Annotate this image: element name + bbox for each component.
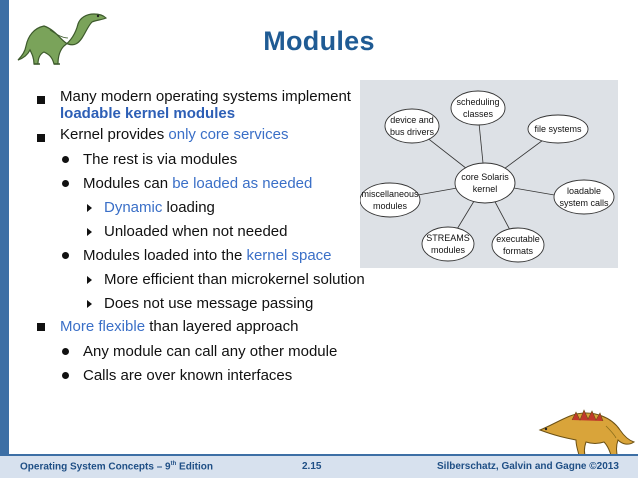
- device-label-1: device and: [390, 115, 434, 125]
- core-kernel-node: [454, 162, 516, 204]
- misc-label-2: modules: [373, 201, 408, 211]
- misc-modules-node: [360, 182, 421, 218]
- core-kernel-label-2: kernel: [473, 184, 498, 194]
- bullet-text: Many modern operating systems implement: [60, 88, 351, 105]
- bullet-text: More efficient than microkernel solution: [104, 271, 365, 288]
- footer-authors: Silberschatz, Galvin and Gagne ©2013: [437, 461, 619, 472]
- round-bullet-icon: [62, 156, 69, 163]
- scheduling-classes-node: [450, 90, 506, 126]
- slide-title: Modules: [263, 26, 375, 56]
- bullet-text: Dynamic loading: [104, 199, 215, 216]
- bullet-text: Calls are over known interfaces: [83, 367, 293, 384]
- streams-modules-node: [421, 226, 475, 262]
- executable-formats-node: [491, 227, 545, 263]
- device-drivers-node: [384, 108, 440, 144]
- misc-label-1: miscellaneous: [361, 189, 419, 199]
- scheduling-label-2: classes: [463, 109, 494, 119]
- footer-page-number: 2.15: [302, 461, 322, 472]
- scheduling-label-1: scheduling: [456, 97, 499, 107]
- dinosaur-logo-bottom: [538, 409, 636, 459]
- left-accent-bar: [0, 0, 9, 478]
- bullet-text: Modules loaded into the kernel space: [83, 247, 332, 264]
- bullet-text: Unloaded when not needed: [104, 223, 288, 240]
- bullet-text: More flexible than layered approach: [60, 318, 299, 335]
- bullet-text: Modules can be loaded as needed: [83, 175, 313, 192]
- footer-book-title: Operating System Concepts – 9th Edition: [20, 461, 213, 473]
- loadable-label-2: system calls: [559, 198, 609, 208]
- square-bullet-icon: [37, 323, 45, 331]
- highlight-text: be loaded as needed: [172, 175, 313, 192]
- loadable-syscalls-node: [553, 179, 615, 215]
- bullet-text-highlight: loadable kernel modules: [60, 105, 236, 122]
- executable-label-1: executable: [496, 234, 540, 244]
- triangle-bullet-icon: [87, 300, 92, 308]
- round-bullet-icon: [62, 348, 69, 355]
- triangle-bullet-icon: [87, 204, 92, 212]
- footer-divider: [0, 454, 638, 456]
- round-bullet-icon: [62, 180, 69, 187]
- triangle-bullet-icon: [87, 228, 92, 236]
- bullet-text: Kernel provides only core services: [60, 126, 289, 143]
- highlight-text: kernel space: [246, 247, 332, 264]
- dinosaur-logo-top: [17, 13, 108, 65]
- footer-bar: [0, 456, 638, 478]
- filesystems-label: file systems: [534, 124, 582, 134]
- square-bullet-icon: [37, 96, 45, 104]
- round-bullet-icon: [62, 372, 69, 379]
- streams-label-2: modules: [431, 245, 466, 255]
- bullet-text: The rest is via modules: [83, 151, 238, 168]
- bullet-text: Any module can call any other module: [83, 343, 338, 360]
- highlight-text: More flexible: [60, 318, 146, 335]
- highlight-text: only core services: [168, 126, 289, 143]
- round-bullet-icon: [62, 252, 69, 259]
- triangle-bullet-icon: [87, 276, 92, 284]
- core-kernel-label-1: core Solaris: [461, 172, 509, 182]
- highlight-text: Dynamic: [104, 199, 163, 216]
- executable-label-2: formats: [503, 246, 534, 256]
- device-label-2: bus drivers: [390, 127, 435, 137]
- square-bullet-icon: [37, 134, 45, 142]
- file-systems-node: [527, 114, 589, 144]
- streams-label-1: STREAMS: [426, 233, 470, 243]
- solaris-modules-diagram: core Solaris kernel scheduling classes d…: [360, 80, 618, 268]
- bullet-text: Does not use message passing: [104, 295, 314, 312]
- loadable-label-1: loadable: [567, 186, 601, 196]
